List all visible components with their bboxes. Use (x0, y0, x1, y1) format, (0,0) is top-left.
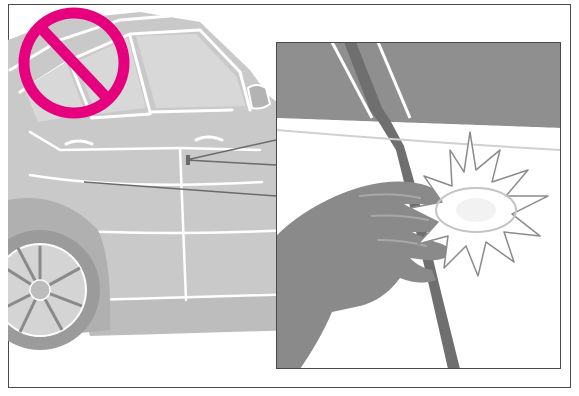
side-mirror (248, 85, 270, 109)
detail-inset (276, 42, 561, 369)
